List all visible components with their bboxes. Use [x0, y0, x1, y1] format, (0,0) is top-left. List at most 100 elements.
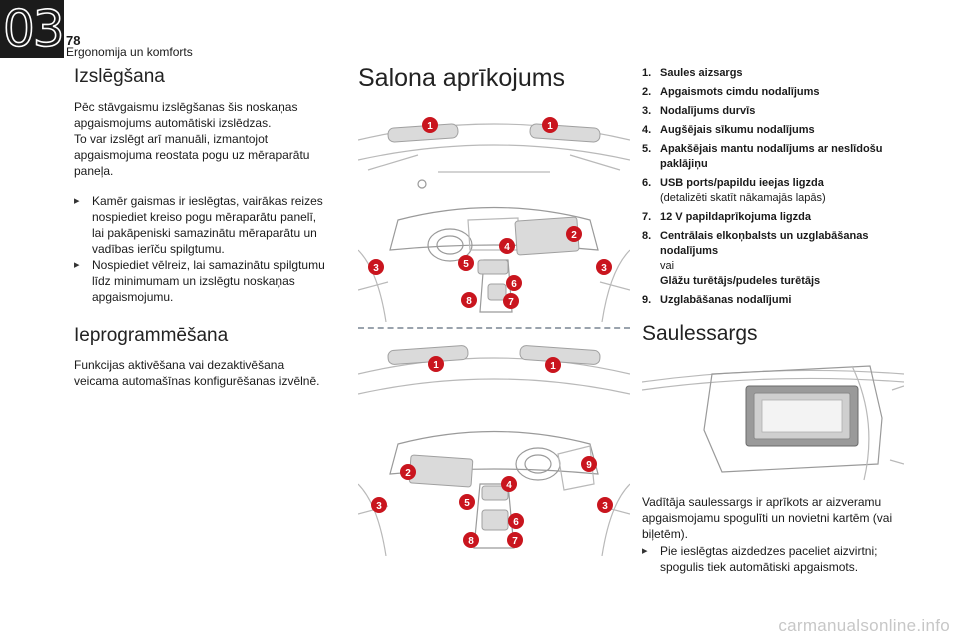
- item-title: Centrālais elkoņbalsts un uzglabāšanas n…: [660, 230, 869, 257]
- list-item: 4. Augšējais sīkumu nodalījums: [642, 123, 892, 138]
- callout-badge-4: 4: [501, 476, 517, 492]
- list-item: 8. Centrālais elkoņbalsts un uzglabāšanas…: [642, 229, 892, 289]
- text-line: līdz minimumam un izslēgtu noskaņas: [92, 274, 295, 288]
- bullet-marker-icon: ▸: [642, 545, 648, 557]
- callout-badge-3a: 3: [368, 259, 384, 275]
- watermark: carmanualsonline.info: [778, 616, 950, 635]
- callout-badge-7: 7: [507, 532, 523, 548]
- callout-badge-1a: 1: [422, 117, 438, 133]
- cabin-illustration-bottom: 1 1 2 3 3 4 5 6 7 8 9: [357, 345, 631, 557]
- callout-badge-9: 9: [581, 456, 597, 472]
- badge-label: 3: [602, 501, 608, 512]
- callout-badge-1b: 1: [542, 117, 558, 133]
- item-number: 1.: [642, 67, 652, 79]
- callout-badge-4: 4: [499, 238, 515, 254]
- callout-badge-3a: 3: [371, 497, 387, 513]
- callout-badge-5: 5: [459, 494, 475, 510]
- badge-label: 2: [405, 468, 411, 479]
- callout-badge-7: 7: [503, 293, 519, 309]
- badge-label: 3: [373, 263, 379, 274]
- item-title-alt: Glāžu turētājs/pudeles turētājs: [660, 275, 821, 287]
- list-item: 5. Apakšējais mantu nodalījums ar neslīdo…: [642, 142, 892, 172]
- badge-label: 1: [427, 121, 433, 132]
- item-number: 9.: [642, 294, 652, 306]
- item-number: 4.: [642, 124, 652, 136]
- text-line: Vadītāja saulessargs ir aprīkots ar aizv…: [642, 495, 882, 509]
- list-item: 1. Saules aizsargs: [642, 66, 892, 81]
- sun-visor-illustration: [641, 365, 905, 481]
- item-note: vai: [660, 260, 675, 272]
- callout-badge-6: 6: [508, 513, 524, 529]
- text-line: veicama automašīnas konfigurēšanas izvēl…: [74, 374, 320, 388]
- callout-badge-2: 2: [566, 226, 582, 242]
- badge-label: 2: [571, 230, 577, 241]
- text-line: paneļa.: [74, 164, 114, 178]
- chapter-tab: 03: [0, 0, 65, 58]
- callout-badge-8: 8: [463, 532, 479, 548]
- badge-label: 3: [376, 501, 382, 512]
- badge-label: 7: [512, 536, 518, 547]
- paragraph-programming: Funkcijas aktivēšana vai dezaktivēšana v…: [74, 357, 346, 389]
- item-title: Saules aizsargs: [660, 67, 743, 79]
- badge-label: 7: [508, 297, 514, 308]
- badge-label: 5: [464, 498, 470, 509]
- item-title: Nodalījums durvīs: [660, 105, 756, 117]
- equipment-list: 1. Saules aizsargs 2. Apgaismots cimdu nod…: [642, 66, 892, 312]
- text-line: Funkcijas aktivēšana vai dezaktivēšana: [74, 358, 285, 372]
- item-number: 7.: [642, 211, 652, 223]
- text-line: To var izslēgt arī manuāli, izmantojot: [74, 132, 269, 146]
- page-title: Salona aprīkojums: [358, 64, 566, 92]
- badge-label: 1: [550, 361, 556, 372]
- badge-label: 5: [463, 259, 469, 270]
- item-title: Augšējais sīkumu nodalījums: [660, 124, 815, 136]
- item-number: 2.: [642, 86, 652, 98]
- badge-label: 3: [601, 263, 607, 274]
- item-title: Uzglabāšanas nodalījumi: [660, 294, 792, 306]
- text-line: apgaismojums automātiski izslēdzas.: [74, 116, 272, 130]
- badge-label: 8: [468, 536, 474, 547]
- bullet-sun-visor: ▸ Pie ieslēgtas aizdedzes paceliet aizvi…: [642, 543, 912, 575]
- list-item: 2. Apgaismots cimdu nodalījums: [642, 85, 892, 100]
- section-title: Ergonomija un komforts: [66, 45, 193, 59]
- item-number: 8.: [642, 230, 652, 242]
- callout-badge-1a: 1: [428, 356, 444, 372]
- text-line: apgaismojuma reostata pogu uz mēraparātu: [74, 148, 310, 162]
- text-line: Pie ieslēgtas aizdedzes paceliet aizvirt…: [660, 544, 878, 558]
- paragraph-sun-visor: Vadītāja saulessargs ir aprīkots ar aizv…: [642, 494, 912, 542]
- item-title: Apakšējais mantu nodalījums ar neslīdošu…: [660, 143, 883, 170]
- chapter-number: 03: [2, 0, 65, 58]
- cabin-figure-bottom: 1 1 2 3 3 4 5 6 7 8 9: [357, 334, 631, 557]
- page-number: 78: [66, 33, 81, 48]
- badge-label: 8: [466, 296, 472, 307]
- text-line: biļetēm).: [642, 527, 689, 541]
- badge-label: 4: [504, 242, 510, 253]
- text-line: Pēc stāvgaismu izslēgšanas šis noskaņas: [74, 100, 298, 114]
- item-number: 6.: [642, 177, 652, 189]
- badge-label: 1: [547, 121, 553, 132]
- text-line: spogulis tiek automātiski apgaismots.: [660, 560, 859, 574]
- bullet-marker-icon: ▸: [74, 195, 80, 207]
- bullet-dim: ▸ Kamēr gaismas ir ieslēgtas, vairākas r…: [74, 193, 346, 257]
- heading-programming: Ieprogrammēšana: [74, 325, 229, 346]
- text-line: Kamēr gaismas ir ieslēgtas, vairākas rei…: [92, 194, 323, 208]
- item-number: 3.: [642, 105, 652, 117]
- paragraph-switch-off: Pēc stāvgaismu izslēgšanas šis noskaņas …: [74, 99, 344, 179]
- badge-label: 4: [506, 480, 512, 491]
- callout-badge-3b: 3: [597, 497, 613, 513]
- cabin-figure-top: 1 1 2 3 3 4 5 6 7 8: [357, 100, 631, 323]
- callout-badge-3b: 3: [596, 259, 612, 275]
- callout-badge-1b: 1: [545, 357, 561, 373]
- text-line: nospiediet kreiso pogu mēraparātu panelī…: [92, 210, 317, 224]
- callout-badge-6: 6: [506, 275, 522, 291]
- list-item: 6.USB ports/papildu ieejas ligzda(detali…: [642, 176, 892, 206]
- list-item: 9. Uzglabāšanas nodalījumi: [642, 293, 892, 308]
- item-number: 5.: [642, 143, 652, 155]
- text-line: lai pakāpeniski samazinātu mēraparātu un: [92, 226, 317, 240]
- text-line: Nospiediet vēlreiz, lai samazinātu spilg…: [92, 258, 325, 272]
- badge-label: 9: [586, 460, 592, 471]
- callout-badge-8: 8: [461, 292, 477, 308]
- badge-label: 6: [511, 279, 517, 290]
- badge-label: 1: [433, 360, 439, 371]
- text-line: apgaismojumu.: [92, 290, 174, 304]
- item-title: Apgaismots cimdu nodalījums: [660, 86, 820, 98]
